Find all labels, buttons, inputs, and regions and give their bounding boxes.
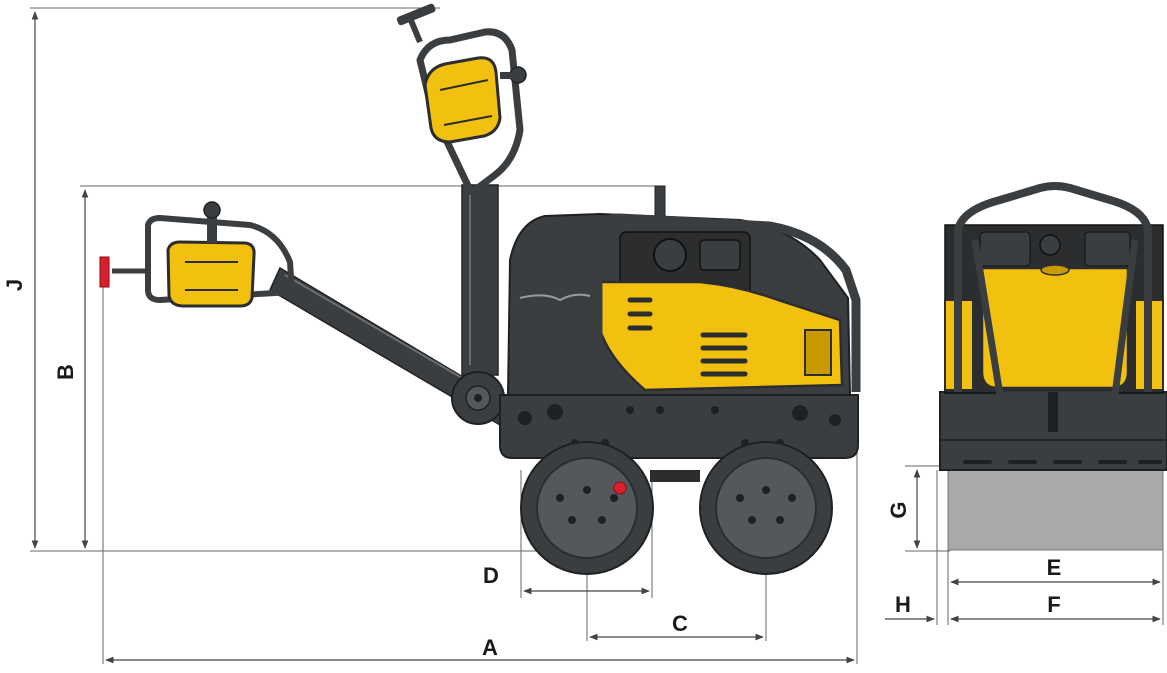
handle-raised bbox=[396, 3, 527, 376]
roller-front-view bbox=[939, 182, 1167, 551]
front-drum bbox=[520, 441, 654, 575]
dimension-arrows bbox=[31, 11, 1161, 664]
label-G: G bbox=[886, 501, 911, 518]
label-J: J bbox=[2, 279, 27, 291]
label-D: D bbox=[483, 563, 499, 588]
label-C: C bbox=[672, 611, 688, 636]
label-A: A bbox=[482, 635, 498, 660]
handle-grip-marker-red bbox=[99, 256, 110, 288]
label-H: H bbox=[895, 592, 911, 617]
roller-side-view bbox=[99, 3, 861, 575]
front-view-drum bbox=[947, 469, 1164, 551]
handle-lowered bbox=[99, 201, 511, 427]
machine-body bbox=[506, 185, 861, 396]
dimension-labels: J B A C D G E F H bbox=[2, 279, 1061, 660]
handle-pivot bbox=[451, 371, 505, 425]
red-indicator bbox=[613, 481, 627, 495]
vent-slots bbox=[627, 297, 748, 377]
label-F: F bbox=[1047, 592, 1060, 617]
label-B: B bbox=[53, 364, 78, 380]
label-E: E bbox=[1047, 555, 1062, 580]
rear-drum bbox=[699, 441, 833, 575]
